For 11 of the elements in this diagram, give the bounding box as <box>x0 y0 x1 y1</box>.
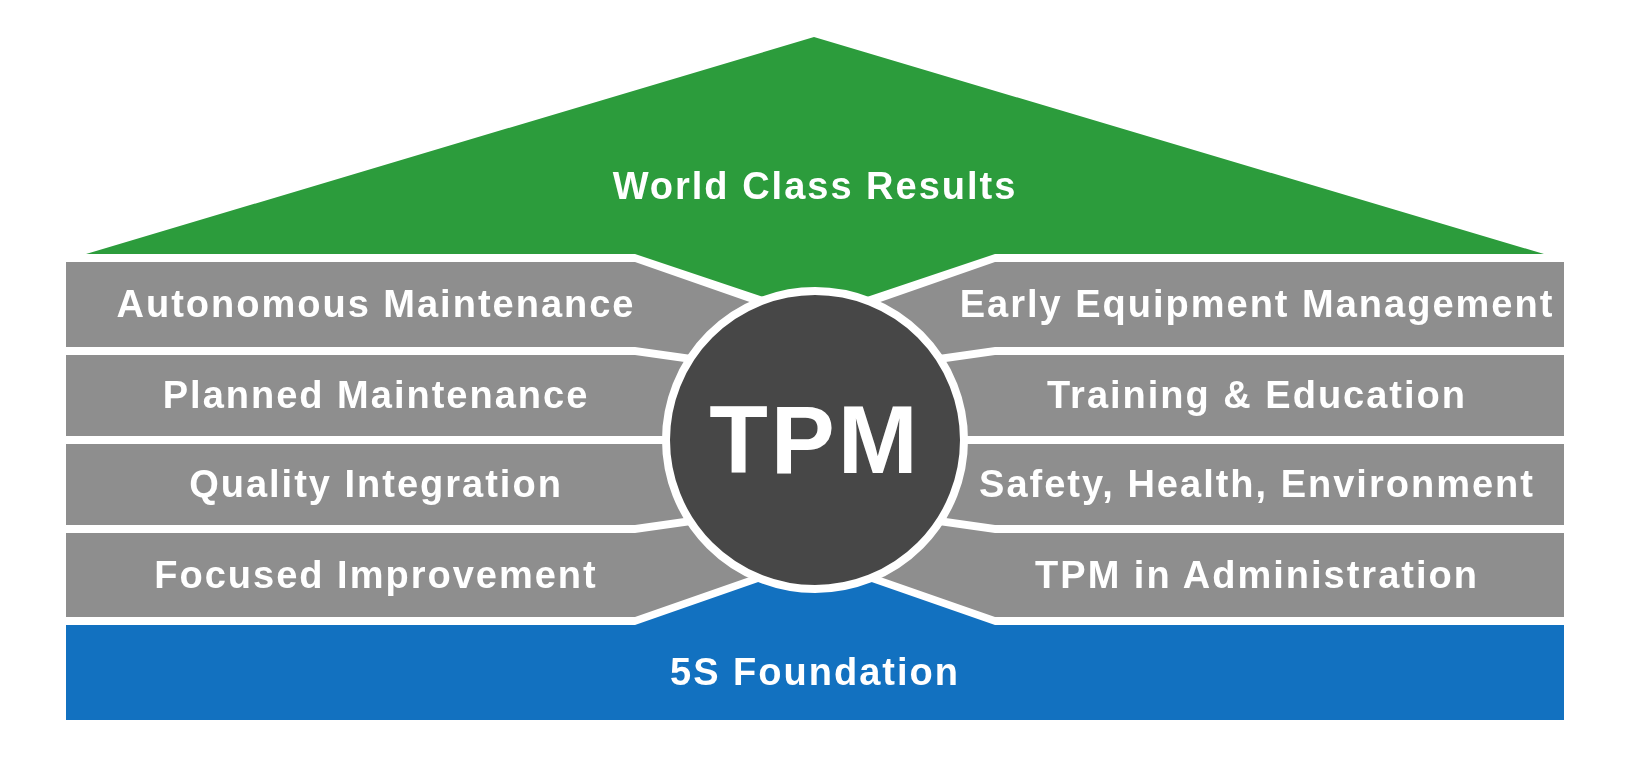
pillar-label: Safety, Health, Environment <box>979 464 1535 506</box>
pillar-label: Focused Improvement <box>154 555 598 597</box>
pillar-label: Autonomous Maintenance <box>116 284 636 326</box>
center-label: TPM <box>709 387 921 493</box>
pillar-label: TPM in Administration <box>1035 555 1479 597</box>
pillar-label: Planned Maintenance <box>162 375 590 417</box>
foundation-label: 5S Foundation <box>670 652 960 694</box>
roof-title: World Class Results <box>612 166 1018 208</box>
pillar-label: Early Equipment Management <box>959 284 1555 326</box>
pillar-label: Training & Education <box>1047 375 1467 417</box>
pillar-label: Quality Integration <box>189 464 563 506</box>
